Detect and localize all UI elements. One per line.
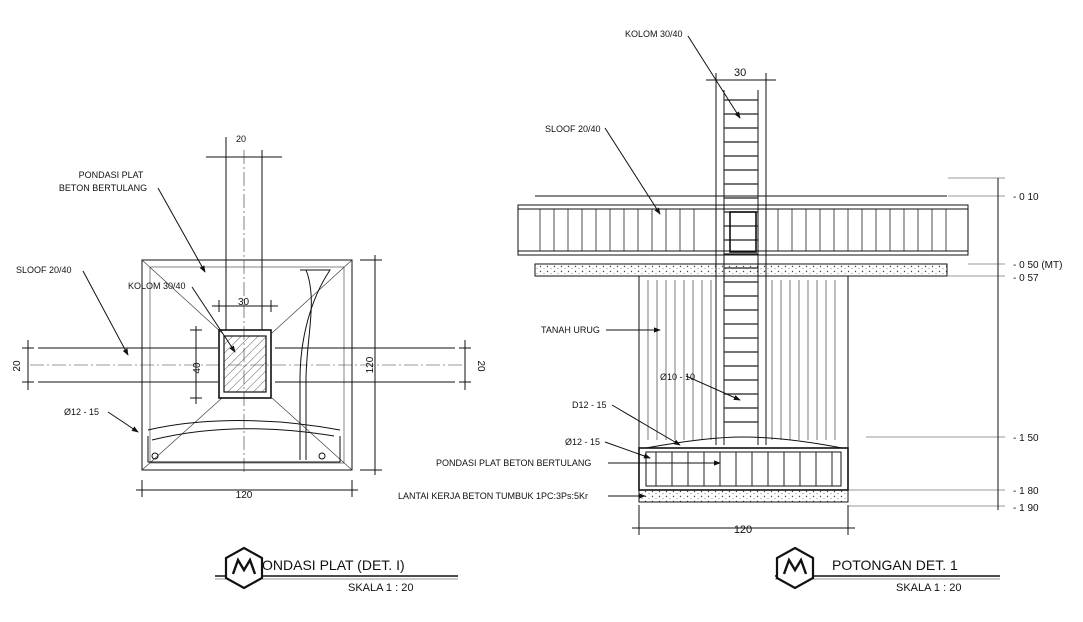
column-core [223,335,267,393]
label-pondasi-line2: BETON BERTULANG [59,183,147,193]
dim-kolom-30: 30 [238,297,250,308]
right-title: POTONGAN DET. 1 [832,557,958,573]
left-title: ONDASI PLAT (DET. I) [262,557,405,573]
footing-rebar-cage [645,451,842,487]
label-lantai-kerja: LANTAI KERJA BETON TUMBUK 1PC:3Ps:5Kr [398,491,588,501]
dim-height-120: 120 [365,356,376,373]
label-kolom-right: KOLOM 30/40 [625,29,683,39]
sloof-beam [517,204,969,256]
dim-bottom-120: 120 [236,490,253,501]
dim-kolom-40: 40 [192,362,203,374]
dim-top-20: 20 [236,134,246,144]
label-pondasi-right: PONDASI PLAT BETON BERTULANG [436,458,591,468]
sloof-stirrups [539,209,947,251]
lantai-kerja [638,489,849,503]
label-sloof-right: SLOOF 20/40 [545,124,601,134]
label-rebar-right: Ø12 - 15 [565,437,600,447]
column-stirrups [724,99,758,423]
elevation-150: - 1 50 [1013,433,1039,444]
logo-mark-icon-right [782,557,808,575]
elevation-057: - 0 57 [1013,273,1039,284]
elevation-180: - 1 80 [1013,486,1039,497]
label-pondasi-line1: PONDASI PLAT [79,170,144,180]
elevation-190: - 1 90 [1013,503,1039,514]
elevation-050: - 0 50 (MT) [1013,260,1062,271]
right-section-drawing: KOLOM 30/40 30 SLOOF 20/40 TANAH URUG Ø1… [398,29,1062,594]
left-scale: SKALA 1 : 20 [348,582,413,594]
tanah-urug-hatch [647,280,836,440]
right-scale: SKALA 1 : 20 [896,582,961,594]
label-tanah-urug: TANAH URUG [541,325,600,335]
left-plan-drawing: 20 PONDASI PLAT BETON BERTULANG SLOOF 20… [12,134,486,594]
left-title-block: ONDASI PLAT (DET. I) SKALA 1 : 20 [215,546,458,594]
label-stirrup: Ø10 - 10 [660,372,695,382]
right-title-block: POTONGAN DET. 1 SKALA 1 : 20 [775,546,1000,594]
lantai-sloof-bed [534,263,948,277]
logo-mark-icon [231,557,257,575]
label-d12: D12 - 15 [572,400,607,410]
label-sloof: SLOOF 20/40 [16,265,72,275]
column-inner-box [729,211,757,253]
elevation-010: - 0 10 [1013,192,1039,203]
dim-left-20: 20 [12,360,23,372]
dim-top-30: 30 [734,67,746,79]
dim-bottom-120-right: 120 [734,524,752,536]
footing-plate [638,447,849,491]
dim-right-20: 20 [475,360,486,372]
footing-top-curve [645,436,843,449]
label-rebar-left: Ø12 - 15 [64,407,99,417]
footing-rebars [655,452,833,486]
column-section [218,329,272,399]
label-kolom: KOLOM 30/40 [128,281,186,291]
